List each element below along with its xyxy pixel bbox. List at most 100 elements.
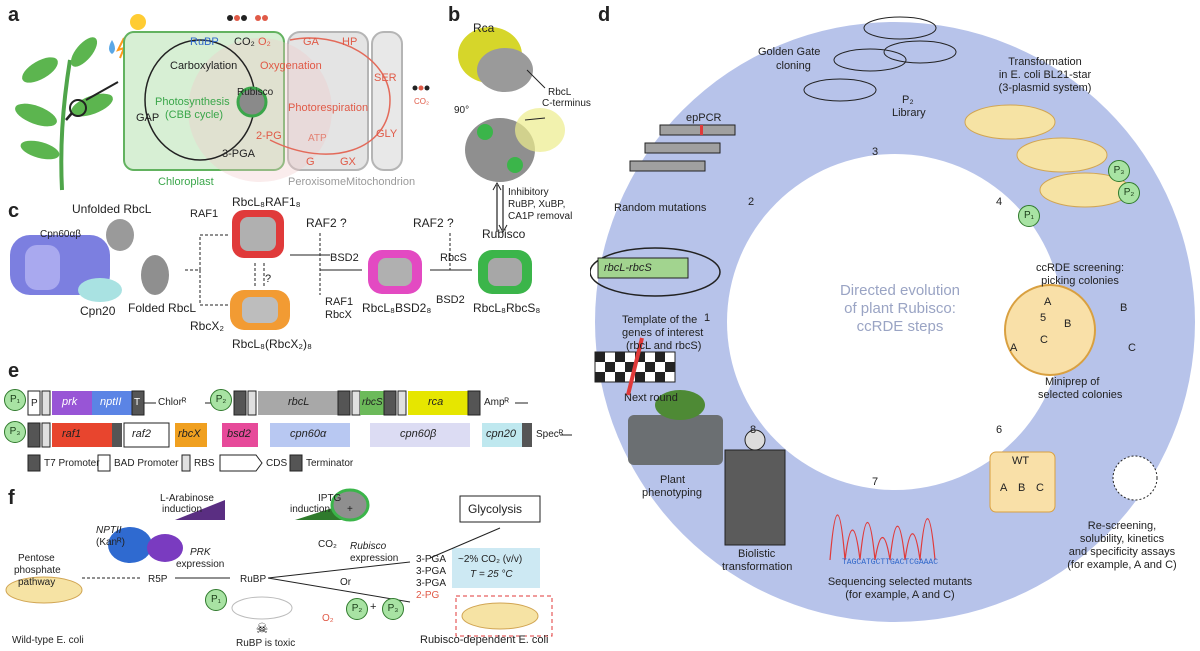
f-nptii-label: NPTII (96, 525, 122, 536)
f-2pg-label: 2-PG (416, 590, 440, 601)
c-raf1-out-label: RAF1 (325, 296, 354, 308)
f-kan-label: (Kanᴿ) (96, 537, 125, 548)
a-pga-label: 3-PGA (222, 148, 256, 160)
d-step-3: 3 (872, 146, 879, 158)
f-pga-2: 3-PGA (416, 566, 447, 577)
rca-cds (408, 391, 468, 415)
d-step-5: 5 (1040, 312, 1047, 324)
c-folded-label: Folded RbcL (128, 301, 197, 315)
d-colony-a: A (1044, 296, 1052, 308)
f-arabinose-label: L-Arabinose (160, 493, 214, 504)
dependent-ecoli-icon (461, 602, 539, 630)
d-step-8: 8 (750, 424, 757, 436)
f-prk-label: PRK (190, 547, 211, 558)
a-g-label: G (306, 156, 315, 168)
panel-letter-e: e (8, 360, 20, 382)
d-center-title-1: Directed evolution (839, 282, 961, 299)
d-well-c: C (1036, 482, 1044, 494)
f-arabinose-induction: induction (162, 504, 203, 515)
nptii-protein-icon (108, 527, 152, 563)
f-toxic-label: RuBP is toxic (236, 638, 296, 649)
petri-dish-icon (1004, 284, 1096, 376)
e-legend-cds: CDS (266, 458, 288, 469)
cpn20-icon (78, 278, 122, 302)
c-bsd2-complex-label: RbcL₈BSD2₈ (362, 301, 432, 315)
d-epcr-label: epPCR (686, 112, 722, 124)
d-plant-label: Plant (660, 474, 686, 486)
d-sequencing-1: Sequencing selected mutants (827, 576, 973, 588)
skull-icon: ☠ (256, 620, 269, 636)
a-cbb-label: (CBB cycle) (165, 109, 224, 121)
prk-cds (52, 391, 92, 415)
e-legend-rbs: RBS (194, 458, 215, 469)
wildtype-ecoli-icon (5, 576, 83, 604)
e-prk-label: prk (62, 396, 78, 408)
e-rca-label: rca (428, 396, 444, 408)
a-o2-label: O₂ (258, 36, 271, 48)
b-rbcl-label: RbcL (548, 87, 572, 98)
glycolysis-box (459, 495, 541, 523)
cpn60a-cds (270, 423, 350, 447)
e-rbcs-label: rbcS (362, 397, 383, 408)
a-ser-label: SER (374, 72, 397, 84)
e-promoter-p3: P₃ (4, 421, 26, 443)
panel-letter-c: c (8, 200, 20, 222)
d-step-2: 2 (748, 196, 755, 208)
bsd2-cds (222, 423, 258, 447)
arabinose-gradient-icon (175, 500, 225, 520)
e-bsd2-label: bsd2 (227, 428, 251, 440)
d-transform-3: (3-plasmid system) (998, 82, 1092, 94)
d-tube-a: A (1010, 342, 1018, 354)
c-raf2-question-label: RAF2 ? (306, 216, 347, 230)
d-golden-gate-label-2: cloning (776, 60, 811, 72)
b-rca-label: Rca (473, 21, 495, 35)
e-legend-terminator: Terminator (306, 458, 354, 469)
d-miniprep-2: selected colonies (1038, 389, 1123, 401)
f-o2-label: O₂ (322, 613, 334, 624)
f-promoter-p3: P₃ (382, 598, 404, 620)
f-rubisco-expression: expression (350, 553, 399, 564)
e-cpn60b-label: cpn60β (400, 428, 437, 440)
d-phenotyping-label: phenotyping (642, 487, 702, 499)
d-colony-b: B (1064, 318, 1072, 330)
panel-f-graphic: ☠ (5, 488, 553, 637)
template-plasmid-icon (590, 247, 721, 297)
a-gap-label: GAP (136, 112, 160, 124)
e-promoter-p1: P₁ (4, 389, 26, 411)
f-pentose-1: Pentose (18, 553, 55, 564)
c-final-complex-label: RbcL₈RbcS₈ (473, 301, 541, 315)
c-rbcx2-label: RbcX₂ (190, 319, 225, 333)
a-co2-label: CO₂ (234, 36, 255, 48)
c-raf2-question-label-2: RAF2 ? (413, 216, 454, 230)
nptii-cds (92, 391, 132, 415)
e-rbcx-label: rbcX (178, 428, 201, 440)
f-glycolysis-label: Glycolysis (468, 502, 523, 516)
d-rescreen-1: Re-screening, (1087, 520, 1157, 532)
a-carboxylation-label: Carboxylation (170, 60, 238, 72)
d-sequencing-2: (for example, A and C) (845, 589, 955, 601)
plant-icon (15, 37, 119, 191)
panel-e-graphic (27, 390, 572, 472)
f-or-label: Or (340, 577, 352, 588)
d-center-title-3: ccRDE steps (856, 318, 944, 335)
rubisco-icon (236, 86, 268, 118)
f-pga-1: 3-PGA (416, 554, 447, 565)
d-promoter-p1: P₁ (1018, 205, 1040, 227)
f-plus-sign: + (370, 601, 377, 613)
a-2pg-label: 2-PG (256, 130, 282, 142)
gene-gun-icon (724, 449, 786, 546)
a-gx-label: GX (340, 156, 356, 168)
a-chloroplast-label: Chloroplast (158, 176, 214, 188)
a-rubp-label: RuBP (190, 36, 219, 48)
a-photorespiration-label: Photorespiration (288, 102, 369, 114)
a-photosynthesis-label: Photosynthesis (155, 96, 230, 108)
prk-protein-icon (147, 534, 183, 562)
b-inhibitory-3: CA1P removal (508, 211, 573, 222)
cpn60b-cds (370, 423, 470, 447)
e-raf2-label: raf2 (132, 428, 151, 440)
c-cpn20-label: Cpn20 (80, 304, 116, 318)
rubisco-protein-icon (330, 488, 370, 522)
f-iptg-label: IPTG (318, 493, 342, 504)
d-rescreen-4: (for example, A and C) (1067, 559, 1177, 571)
e-cpn60a-label: cpn60α (290, 428, 327, 440)
